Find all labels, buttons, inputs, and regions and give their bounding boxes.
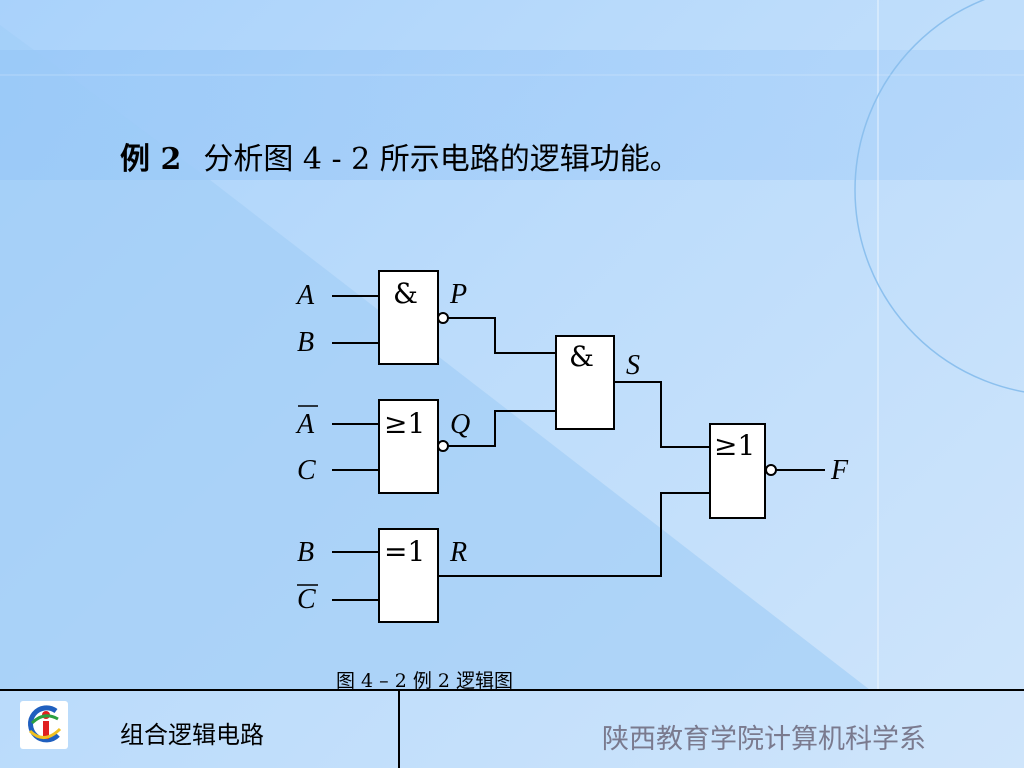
gate-symbol-s: & bbox=[569, 340, 594, 373]
input-label-c-bar: C bbox=[297, 584, 316, 615]
slide-title: 例 2 分析图 4 - 2 所示电路的逻辑功能。 bbox=[120, 134, 680, 178]
output-label-s: S bbox=[626, 350, 640, 381]
inverter-bubble-p bbox=[437, 312, 449, 324]
inverter-bubble-f bbox=[765, 464, 777, 476]
gate-symbol-p: & bbox=[393, 277, 418, 310]
input-label-c: C bbox=[297, 455, 316, 486]
gate-or-f bbox=[709, 423, 766, 519]
output-label-r: R bbox=[449, 537, 467, 568]
college-logo-icon bbox=[20, 701, 68, 749]
footer-course-panel: 组合逻辑电路 bbox=[0, 691, 400, 768]
course-title: 组合逻辑电路 bbox=[120, 721, 264, 749]
input-label-b2: B bbox=[297, 537, 314, 568]
output-label-q: Q bbox=[450, 409, 470, 440]
output-label-f: F bbox=[830, 455, 849, 486]
input-label-a: A bbox=[295, 280, 315, 311]
department-name: 陕西教育学院计算机科学系 bbox=[602, 724, 926, 755]
gate-symbol-q: ≥1 bbox=[384, 407, 425, 440]
logic-circuit-diagram: & ≥1 =1 & ≥1 A B A C B C P Q R S F bbox=[295, 270, 849, 623]
input-label-b: B bbox=[297, 327, 314, 358]
output-label-p: P bbox=[449, 279, 467, 310]
gate-symbol-r: =1 bbox=[384, 535, 425, 568]
inverter-bubble-q bbox=[437, 440, 449, 452]
gate-or-q bbox=[378, 399, 439, 494]
footer-bar: 组合逻辑电路 陕西教育学院计算机科学系 bbox=[0, 689, 1024, 768]
input-label-a-bar: A bbox=[295, 409, 315, 440]
figure-caption: 图 4 – 2 例 2 逻辑图 bbox=[336, 670, 514, 692]
title-text: 分析图 4 - 2 所示电路的逻辑功能。 bbox=[203, 142, 680, 177]
gate-symbol-f: ≥1 bbox=[714, 429, 755, 462]
example-label: 例 2 bbox=[120, 142, 182, 177]
